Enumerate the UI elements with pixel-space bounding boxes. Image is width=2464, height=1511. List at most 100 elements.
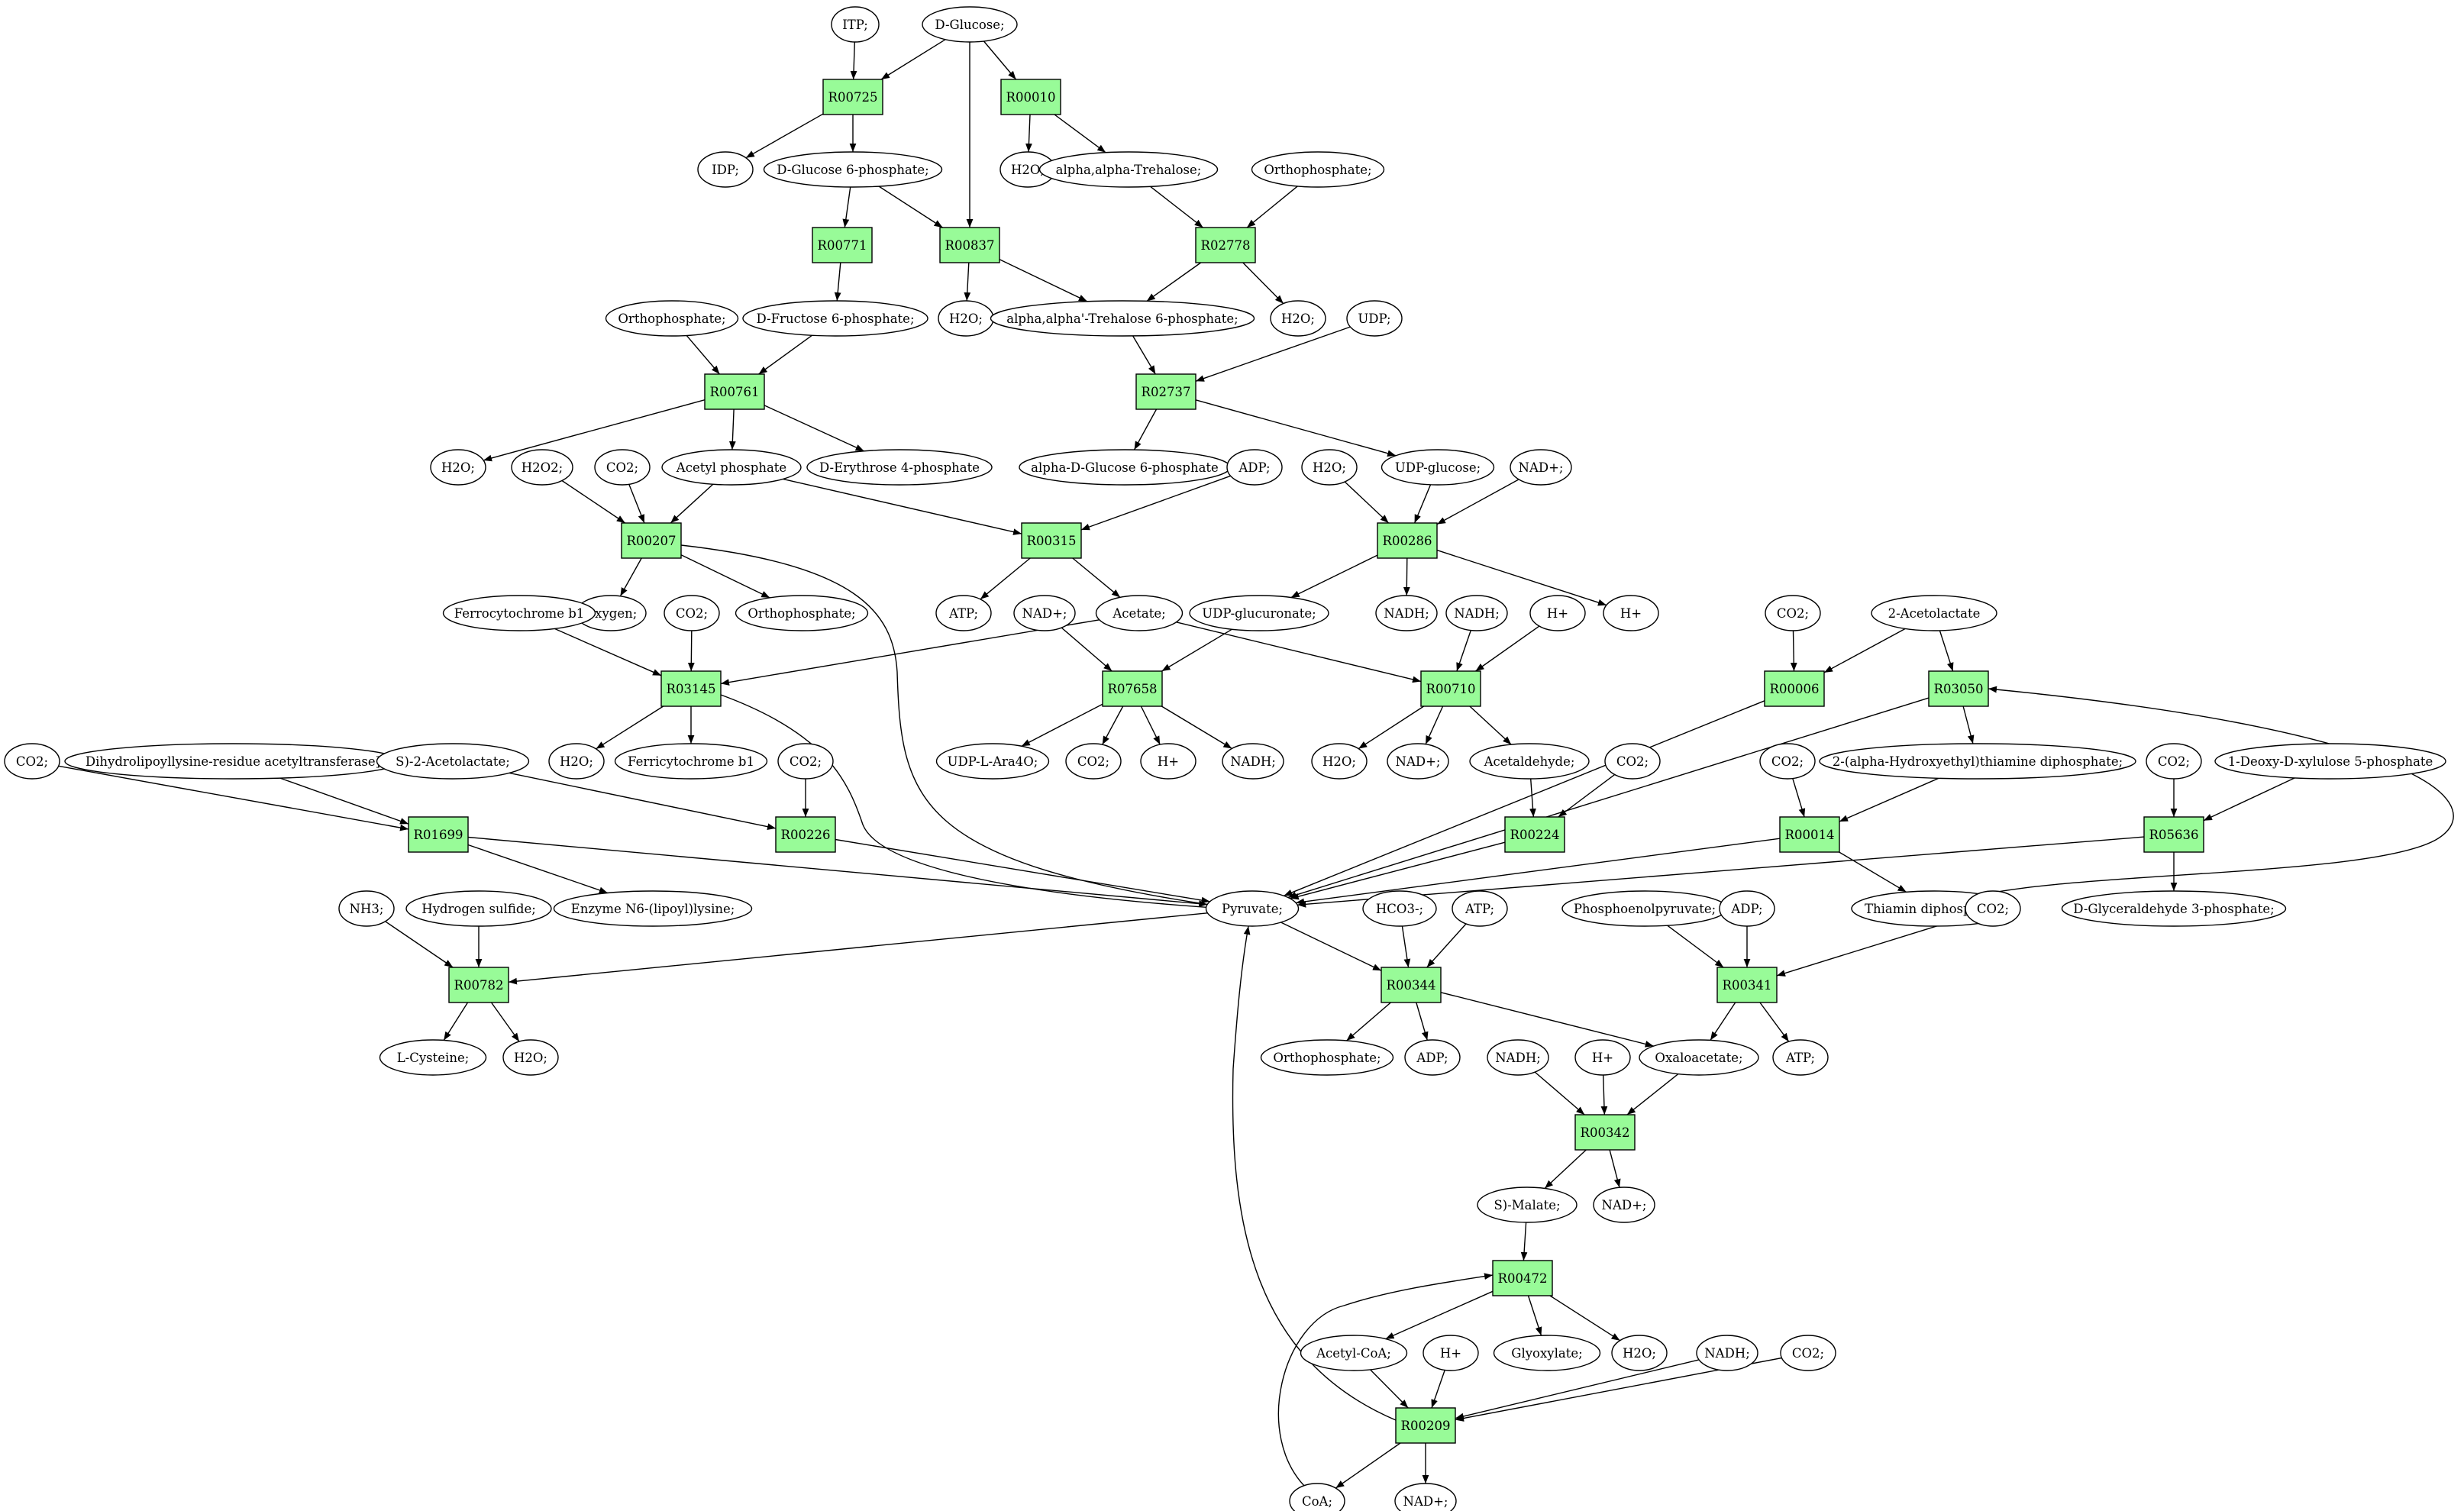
metabolite-node-glyoxylate[interactable]: Glyoxylate; — [1493, 1335, 1601, 1371]
metabolite-node-idp[interactable]: IDP; — [697, 151, 754, 188]
metabolite-node-atp-a[interactable]: ATP; — [935, 595, 992, 631]
metabolite-node-co2-d[interactable]: CO2; — [1065, 743, 1122, 780]
metabolite-node-acetolactate-2[interactable]: 2-Acetolactate — [1871, 595, 1997, 631]
metabolite-node-h2o-b[interactable]: H2O; — [938, 300, 994, 337]
metabolite-node-h2o-e[interactable]: H2O; — [1301, 449, 1358, 486]
metabolite-node-acetate[interactable]: Acetate; — [1095, 595, 1184, 631]
metabolite-node-ferrocytochrome[interactable]: Ferrocytochrome b1 — [442, 595, 596, 631]
reaction-node-r02737[interactable]: R02737 — [1135, 373, 1196, 410]
metabolite-node-co2-j[interactable]: CO2; — [1965, 890, 2021, 927]
reaction-node-r00014[interactable]: R00014 — [1779, 816, 1840, 853]
reaction-node-r03145[interactable]: R03145 — [660, 670, 722, 707]
metabolite-node-oxaloacetate[interactable]: Oxaloacetate; — [1639, 1039, 1759, 1076]
metabolite-node-nad-a[interactable]: NAD+; — [1510, 449, 1572, 486]
metabolite-node-h2o-g[interactable]: H2O; — [1311, 743, 1368, 780]
metabolite-node-l-cysteine[interactable]: L-Cysteine; — [379, 1039, 487, 1076]
metabolite-node-nadh-c[interactable]: NADH; — [1222, 743, 1284, 780]
reaction-node-r00344[interactable]: R00344 — [1381, 967, 1442, 1003]
metabolite-node-h-b[interactable]: H+ — [1529, 595, 1586, 631]
metabolite-node-atp-c[interactable]: ATP; — [1772, 1039, 1829, 1076]
metabolite-node-pyruvate[interactable]: Pyruvate; — [1205, 890, 1300, 927]
metabolite-node-udp-glucose[interactable]: UDP-glucose; — [1381, 449, 1495, 486]
reaction-node-r00226[interactable]: R00226 — [775, 816, 836, 853]
metabolite-node-coa[interactable]: CoA; — [1289, 1483, 1345, 1511]
metabolite-node-nh3[interactable]: NH3; — [338, 890, 395, 927]
metabolite-node-udp[interactable]: UDP; — [1346, 300, 1403, 337]
metabolite-node-h2o2[interactable]: H2O2; — [511, 449, 573, 486]
metabolite-node-h-c[interactable]: H+ — [1140, 743, 1196, 780]
metabolite-node-h2o-i[interactable]: H2O; — [1611, 1335, 1668, 1371]
metabolite-node-nad-b[interactable]: NAD+; — [1013, 595, 1076, 631]
metabolite-node-nadh-d[interactable]: NADH; — [1487, 1039, 1549, 1076]
reaction-node-r03050[interactable]: R03050 — [1928, 670, 1989, 707]
metabolite-node-co2-g[interactable]: CO2; — [2146, 743, 2202, 780]
metabolite-node-d-glucose[interactable]: D-Glucose; — [922, 6, 1018, 43]
reaction-node-r00782[interactable]: R00782 — [448, 967, 509, 1003]
reaction-node-r07658[interactable]: R07658 — [1102, 670, 1163, 707]
metabolite-node-acetyl-coa[interactable]: Acetyl-CoA; — [1300, 1335, 1408, 1371]
reaction-node-r00209[interactable]: R00209 — [1395, 1407, 1456, 1444]
metabolite-node-oxygen[interactable]: Oxygen; — [575, 595, 647, 631]
metabolite-node-f6p[interactable]: D-Fructose 6-phosphate; — [742, 300, 928, 337]
metabolite-node-lipoyllysine[interactable]: Enzyme N6-(lipoyl)lysine; — [553, 890, 753, 927]
metabolite-node-h2o-a[interactable]: H2O; — [999, 151, 1056, 188]
metabolite-node-nadh-e[interactable]: NADH; — [1696, 1335, 1758, 1371]
reaction-node-r05636[interactable]: R05636 — [2143, 816, 2204, 853]
metabolite-node-t6p[interactable]: alpha,alpha'-Trehalose 6-phosphate; — [990, 300, 1255, 337]
reaction-node-r01699[interactable]: R01699 — [408, 816, 469, 853]
reaction-node-r00315[interactable]: R00315 — [1021, 522, 1082, 559]
metabolite-node-co2-i[interactable]: CO2; — [777, 743, 834, 780]
reaction-node-r00010[interactable]: R00010 — [1000, 79, 1061, 115]
metabolite-node-orthophosphate-a[interactable]: Orthophosphate; — [1251, 151, 1385, 188]
reaction-node-r00710[interactable]: R00710 — [1420, 670, 1481, 707]
metabolite-node-dihydrolipoyllysine[interactable]: Dihydrolipoyllysine-residue acetyltransf… — [64, 743, 402, 780]
metabolite-node-s-malate[interactable]: S)-Malate; — [1477, 1187, 1578, 1223]
metabolite-node-gap[interactable]: D-Glyceraldehyde 3-phosphate; — [2061, 890, 2287, 927]
reaction-node-r00286[interactable]: R00286 — [1377, 522, 1438, 559]
metabolite-node-trehalose[interactable]: alpha,alpha-Trehalose; — [1038, 151, 1219, 188]
metabolite-node-h2o-f[interactable]: H2O; — [548, 743, 605, 780]
metabolite-node-e4p[interactable]: D-Erythrose 4-phosphate — [806, 449, 993, 486]
metabolite-node-co2-h[interactable]: CO2; — [4, 743, 60, 780]
metabolite-node-h2o-c[interactable]: H2O; — [1270, 300, 1326, 337]
metabolite-node-h-a[interactable]: H+ — [1603, 595, 1659, 631]
metabolite-node-atp-b[interactable]: ATP; — [1452, 890, 1508, 927]
metabolite-node-adp-a[interactable]: ADP; — [1226, 449, 1283, 486]
metabolite-node-adp-c[interactable]: ADP; — [1404, 1039, 1461, 1076]
metabolite-node-h2o-d[interactable]: H2O; — [430, 449, 486, 486]
metabolite-node-orthophosphate-d[interactable]: Orthophosphate; — [1260, 1039, 1394, 1076]
metabolite-node-g6p[interactable]: D-Glucose 6-phosphate; — [763, 151, 943, 188]
reaction-node-r00224[interactable]: R00224 — [1504, 816, 1565, 853]
reaction-node-r00725[interactable]: R00725 — [822, 79, 883, 115]
reaction-node-r00341[interactable]: R00341 — [1716, 967, 1778, 1003]
reaction-node-r00207[interactable]: R00207 — [621, 522, 682, 559]
reaction-node-r00837[interactable]: R00837 — [939, 227, 1000, 263]
metabolite-node-nadh-a[interactable]: NADH; — [1375, 595, 1438, 631]
reaction-node-r00761[interactable]: R00761 — [704, 373, 765, 410]
metabolite-node-co2-f[interactable]: CO2; — [1759, 743, 1816, 780]
metabolite-node-nadh-b[interactable]: NADH; — [1445, 595, 1508, 631]
metabolite-node-co2-a[interactable]: CO2; — [594, 449, 651, 486]
metabolite-node-h2o-h[interactable]: H2O; — [502, 1039, 559, 1076]
metabolite-node-orthophosphate-c[interactable]: Orthophosphate; — [735, 595, 869, 631]
metabolite-node-co2-e[interactable]: CO2; — [1604, 743, 1661, 780]
metabolite-node-co2-c[interactable]: CO2; — [1765, 595, 1821, 631]
metabolite-node-udp-glucuronate[interactable]: UDP-glucuronate; — [1189, 595, 1329, 631]
metabolite-node-acetyl-phosphate[interactable]: Acetyl phosphate — [661, 449, 802, 486]
reaction-node-r00342[interactable]: R00342 — [1574, 1114, 1636, 1151]
metabolite-node-nad-d[interactable]: NAD+; — [1593, 1187, 1655, 1223]
reaction-node-r02778[interactable]: R02778 — [1195, 227, 1256, 263]
metabolite-node-ag6p[interactable]: alpha-D-Glucose 6-phosphate — [1019, 449, 1231, 486]
metabolite-node-pep[interactable]: Phosphoenolpyruvate; — [1561, 890, 1728, 927]
metabolite-node-hco3[interactable]: HCO3-; — [1362, 890, 1437, 927]
reaction-node-r00771[interactable]: R00771 — [812, 227, 873, 263]
metabolite-node-udp-ara4o[interactable]: UDP-L-Ara4O; — [935, 743, 1050, 780]
metabolite-node-h-e[interactable]: H+ — [1423, 1335, 1479, 1371]
metabolite-node-orthophosphate-b[interactable]: Orthophosphate; — [605, 300, 739, 337]
metabolite-node-adp-b[interactable]: ADP; — [1719, 890, 1775, 927]
metabolite-node-itp[interactable]: ITP; — [831, 6, 880, 43]
metabolite-node-dxp[interactable]: 1-Deoxy-D-xylulose 5-phosphate — [2214, 743, 2446, 780]
metabolite-node-s-acetolactate[interactable]: S)-2-Acetolactate; — [376, 743, 530, 780]
metabolite-node-co2-b[interactable]: CO2; — [664, 595, 720, 631]
metabolite-node-co2-k[interactable]: CO2; — [1780, 1335, 1836, 1371]
